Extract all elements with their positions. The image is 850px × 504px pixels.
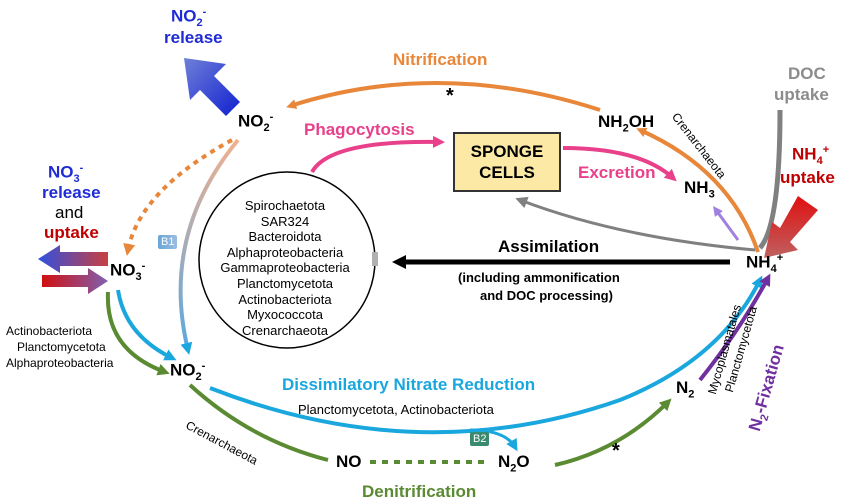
n2-fixation-arrow [698,273,771,382]
node-no2-bottom: NO2- [170,360,206,384]
denit-n2o-to-n2-arrow [554,398,672,467]
phagocytosis-arrow [310,135,445,174]
label-denit-taxa-2: Planctomycetota [17,340,106,354]
doc-to-sponge-arrow [515,196,756,252]
circle-marker [372,252,378,266]
nh4-to-nh3-arrow [713,205,740,241]
label-denit-taxa-3: Alphaproteobacteria [6,356,114,370]
asterisk-top: * [446,85,454,107]
node-no3: NO3- [110,260,146,284]
node-n2o: N2O [498,452,530,475]
label-nh4-uptake-1: NH4+ [792,144,830,168]
label-assimilation: Assimilation [498,237,600,256]
taxon-item: Myxococcota [247,307,323,323]
label-nitrification: Nitrification [393,50,488,69]
label-no3-2: release [42,183,101,202]
node-n2: N2 [676,378,695,401]
taxon-item: Alphaproteobacteria [226,244,344,260]
taxon-item: Crenarchaeota [242,322,328,338]
label-no3-1: NO3- [48,162,84,186]
label-dissimilatory-taxa: Planctomycetota, Actinobacteriota [298,402,494,417]
taxon-item: Actinobacteriota [238,291,332,307]
label-nh4-uptake-2: uptake [780,168,835,187]
nh4-to-nh2oh-arrow [636,127,760,253]
sponge-cells-box: SPONGE CELLS [453,132,561,192]
label-denit-taxa-1: Actinobacteriota [6,324,93,338]
badge-b1: B1 [158,235,178,249]
node-nh3: NH3 [684,178,715,201]
node-no: NO [336,452,362,471]
nitrification-arrow [286,81,601,112]
label-no3-3: and [55,203,84,222]
taxon-item: Spirochaetota [244,198,326,213]
label-no2-release-1: NO2- [171,6,207,30]
no2-release-arrow [184,58,240,116]
no2-to-no2-b1-arrow [178,138,240,355]
asterisk-bottom: * [612,440,620,462]
doc-uptake-arrow [758,109,783,250]
sponge-line-1: SPONGE [470,142,544,161]
label-no2-release-2: release [164,28,223,47]
badge-b2: B2 [470,432,490,446]
taxa-circle-list: Spirochaetota SAR324 Bacteroidota Alphap… [200,198,370,338]
node-nh4: NH4+ [746,252,784,276]
label-denitrification: Denitrification [362,482,477,501]
node-nh2oh: NH2OH [598,112,655,135]
label-phagocytosis: Phagocytosis [304,120,415,139]
no2-to-no3-dotted-arrow [123,138,233,256]
denit-no2-to-no-arrow [188,383,329,462]
label-no3-4: uptake [44,223,99,242]
taxon-item: Planctomycetota [236,275,334,291]
no3-uptake-arrow [42,268,108,294]
dissimilatory-arrow [209,275,763,435]
taxon-item: Gammaproteobacteria [220,260,350,276]
label-dissimilatory: Dissimilatory Nitrate Reduction [282,375,536,394]
node-no2-top: NO2- [238,111,274,135]
label-doc-2: uptake [774,85,829,104]
sponge-line-2: CELLS [479,163,535,182]
no3-to-no2-blue-arrow [116,289,177,361]
taxon-item: SAR324 [260,213,310,229]
excretion-arrow [562,146,677,182]
b2-arrow [469,428,518,452]
no3-release-arrow [38,245,108,273]
label-excretion: Excretion [578,163,656,182]
nh4-uptake-arrow [764,196,818,258]
label-assimilation-note-1: (including ammonification [458,270,620,285]
no3-to-no2-green-arrow [105,291,170,376]
label-doc-1: DOC [788,64,826,83]
label-assimilation-note-2: and DOC processing) [480,288,613,303]
taxon-item: Bacteroidota [248,229,322,245]
